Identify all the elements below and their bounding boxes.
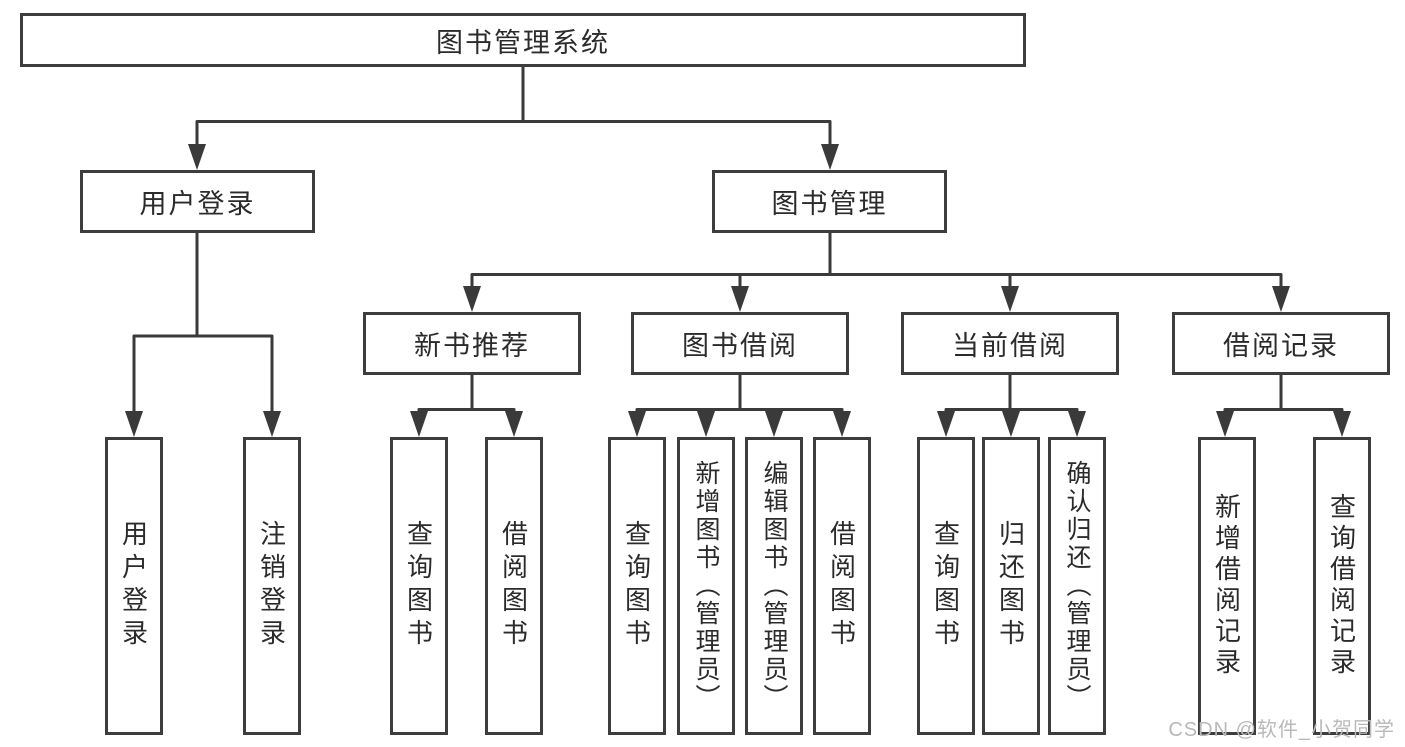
node-borrowing-records: 借阅记录 [1172,312,1390,375]
leaf-add-borrow-record: 新增借阅记录 [1198,437,1256,735]
leaf-add-books-admin: 新增图书（管理员） [677,437,735,735]
node-new-book-recommendation: 新书推荐 [363,312,581,375]
leaf-borrow-books-borrow: 借阅图书 [813,437,871,735]
node-user-login: 用户登录 [80,170,315,233]
leaf-logout-login: 注销登录 [243,437,301,735]
node-book-management: 图书管理 [712,170,947,233]
leaf-return-books: 归还图书 [982,437,1040,735]
node-current-borrowing: 当前借阅 [901,312,1119,375]
leaf-borrow-books-recommend: 借阅图书 [485,437,543,735]
node-book-borrowing: 图书借阅 [631,312,849,375]
node-library-management-system: 图书管理系统 [20,13,1026,67]
leaf-edit-books-admin: 编辑图书（管理员） [745,437,803,735]
arrowheads [125,144,1351,437]
csdn-watermark: CSDN @软件_小贺同学 [1168,719,1395,741]
leaf-query-books-borrow: 查询图书 [608,437,666,735]
leaf-user-login: 用户登录 [105,437,163,735]
leaf-query-borrow-record: 查询借阅记录 [1313,437,1371,735]
leaf-query-books-current: 查询图书 [917,437,975,735]
leaf-confirm-return-admin: 确认归还（管理员） [1048,437,1106,735]
leaf-query-books-recommend: 查询图书 [390,437,448,735]
